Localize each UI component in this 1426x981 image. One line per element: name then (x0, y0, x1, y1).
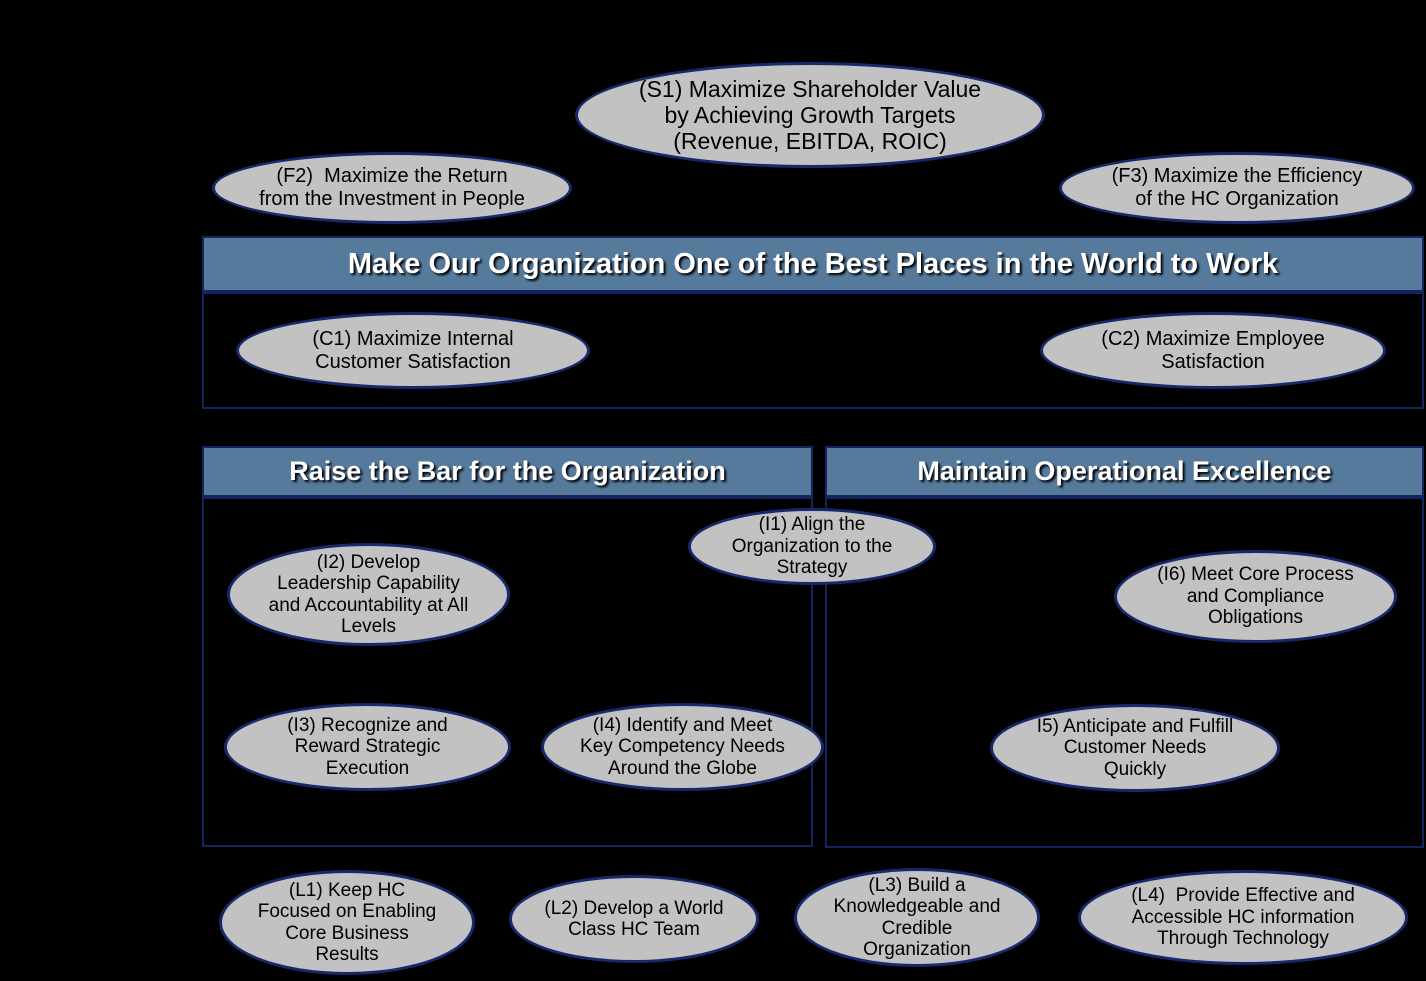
objective-l1-ellipse: (L1) Keep HC Focused on Enabling Core Bu… (219, 870, 475, 975)
objective-i5-ellipse: I5) Anticipate and Fulfill Customer Need… (990, 704, 1280, 792)
objective-i4-ellipse: (I4) Identify and Meet Key Competency Ne… (541, 703, 824, 791)
objective-f2-ellipse: (F2) Maximize the Return from the Invest… (212, 152, 572, 224)
banner-best-places: Make Our Organization One of the Best Pl… (202, 236, 1424, 292)
banner-operational-excellence-label: Maintain Operational Excellence (917, 456, 1332, 486)
objective-i6-ellipse: (I6) Meet Core Process and Compliance Ob… (1114, 550, 1397, 643)
banner-raise-bar: Raise the Bar for the Organization (202, 446, 813, 497)
objective-s1-ellipse: (S1) Maximize Shareholder Value by Achie… (575, 62, 1045, 168)
banner-operational-excellence: Maintain Operational Excellence (825, 446, 1424, 497)
objective-f3-ellipse: (F3) Maximize the Efficiency of the HC O… (1059, 152, 1415, 224)
objective-i1-ellipse: (I1) Align the Organization to the Strat… (688, 508, 936, 585)
objective-l4-ellipse: (L4) Provide Effective and Accessible HC… (1078, 870, 1408, 965)
objective-c1-ellipse: (C1) Maximize Internal Customer Satisfac… (236, 312, 590, 389)
objective-i3-ellipse: (I3) Recognize and Reward Strategic Exec… (224, 703, 511, 791)
objective-l3-ellipse: (L3) Build a Knowledgeable and Credible … (794, 868, 1040, 967)
banner-best-places-label: Make Our Organization One of the Best Pl… (347, 247, 1279, 280)
banner-raise-bar-label: Raise the Bar for the Organization (289, 456, 726, 486)
objective-l2-ellipse: (L2) Develop a World Class HC Team (509, 875, 759, 963)
objective-c2-ellipse: (C2) Maximize Employee Satisfaction (1040, 312, 1386, 389)
objective-i2-ellipse: (I2) Develop Leadership Capability and A… (227, 543, 510, 646)
